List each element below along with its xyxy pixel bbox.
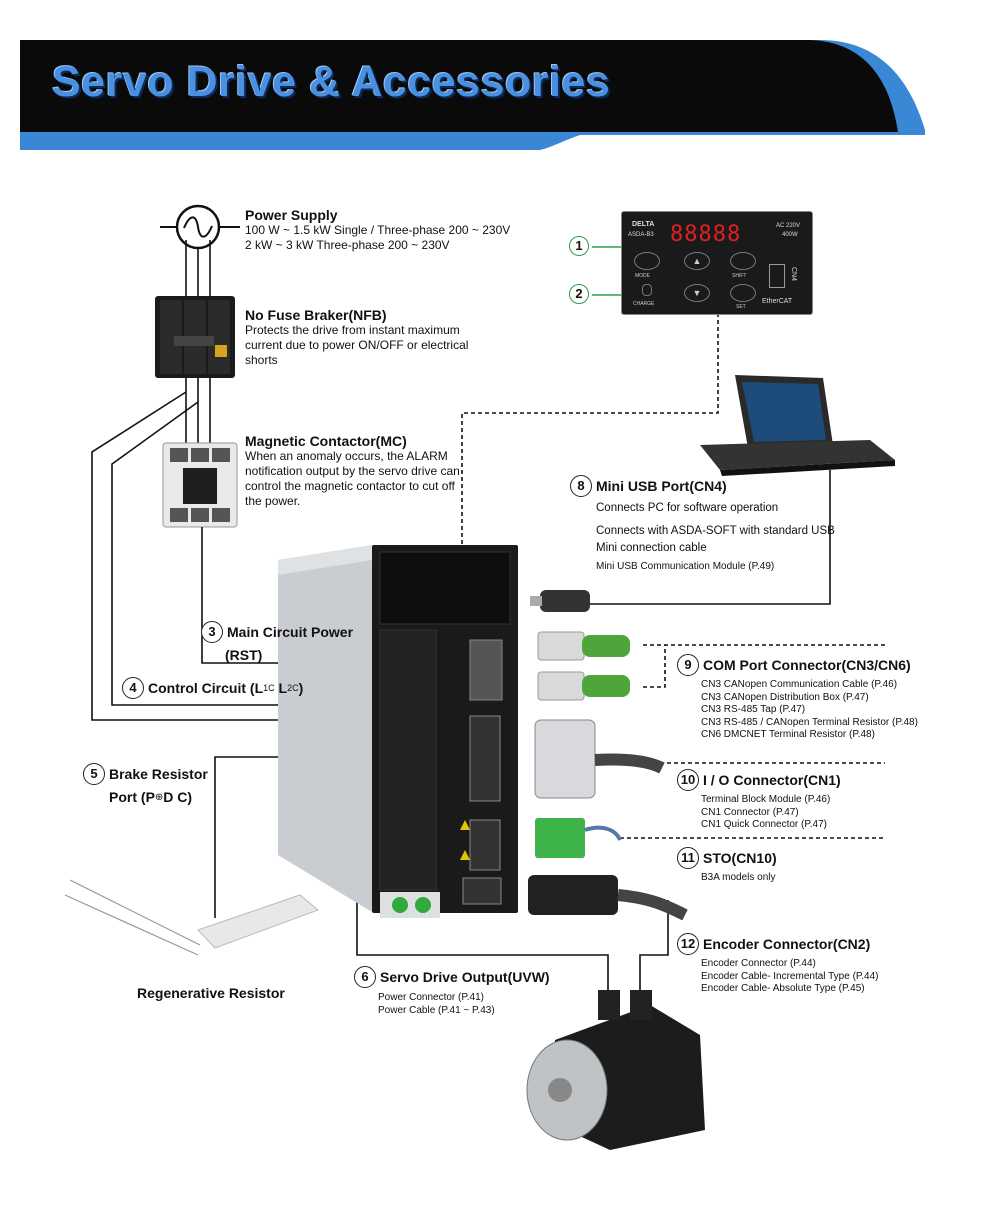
cn4-label: CN4 bbox=[790, 267, 797, 282]
led-display: 88888 bbox=[670, 222, 742, 247]
sto-connector-icon bbox=[535, 818, 622, 858]
up-button[interactable]: ▲ bbox=[684, 252, 710, 270]
page-title: Servo Drive & Accessories bbox=[52, 58, 611, 106]
power-supply-line: 100 W ~ 1.5 kW Single / Three-phase 200 … bbox=[245, 223, 511, 237]
nfb-block: No Fuse Braker(NFB) Protects the drive f… bbox=[245, 307, 490, 368]
ac-source-icon bbox=[160, 204, 240, 250]
mc-title: Magnetic Contactor(MC) bbox=[245, 433, 407, 449]
servo-drive-icon bbox=[278, 545, 518, 918]
panel-rating-1: AC 220V bbox=[776, 223, 801, 229]
panel-model: ASDA-B3 bbox=[628, 232, 654, 238]
mode-label: MODE bbox=[635, 273, 650, 279]
encoder-plug-icon bbox=[528, 875, 688, 921]
regen-resistor-label: Regenerative Resistor bbox=[137, 985, 285, 1001]
panel-brand: DELTA bbox=[632, 221, 655, 228]
panel-rating-2: 400W bbox=[782, 232, 798, 238]
regenerative-resistor-icon bbox=[64, 879, 319, 956]
cn4-port[interactable] bbox=[769, 264, 785, 288]
mc-desc: When an anomaly occurs, the ALARM notifi… bbox=[245, 449, 460, 508]
power-supply-title: Power Supply bbox=[245, 207, 338, 223]
nfb-desc: Protects the drive from instant maximum … bbox=[245, 323, 469, 367]
charge-label: CHARGE bbox=[633, 301, 655, 307]
title-banner bbox=[20, 40, 925, 150]
mc-block: Magnetic Contactor(MC) When an anomaly o… bbox=[245, 433, 460, 509]
keypad-panel: DELTA ASDA-B3 88888 AC 220V 400W MODE ▲ … bbox=[621, 211, 813, 315]
nfb-breaker-icon bbox=[155, 296, 235, 378]
db-connector-icon bbox=[534, 719, 665, 799]
usb-cable-icon bbox=[530, 590, 590, 612]
set-label: SET bbox=[736, 304, 746, 310]
laptop-icon bbox=[700, 375, 895, 476]
callout-1: 1 bbox=[569, 236, 593, 256]
set-button[interactable] bbox=[730, 284, 756, 302]
rj45-plug-icon bbox=[537, 631, 630, 701]
ethercat-label: EtherCAT bbox=[762, 298, 793, 305]
servo-motor-icon bbox=[526, 990, 705, 1150]
mode-button[interactable] bbox=[634, 252, 660, 270]
down-button[interactable]: ▼ bbox=[684, 284, 710, 302]
shift-button[interactable] bbox=[730, 252, 756, 270]
shift-label: SHIFT bbox=[732, 273, 747, 279]
magnetic-contactor-icon bbox=[162, 442, 238, 528]
charge-led bbox=[642, 284, 652, 296]
callout-2: 2 bbox=[569, 284, 593, 304]
power-supply-line: 2 kW ~ 3 kW Three-phase 200 ~ 230V bbox=[245, 238, 450, 252]
nfb-title: No Fuse Braker(NFB) bbox=[245, 307, 387, 323]
power-supply-block: Power Supply 100 W ~ 1.5 kW Single / Thr… bbox=[245, 207, 510, 253]
